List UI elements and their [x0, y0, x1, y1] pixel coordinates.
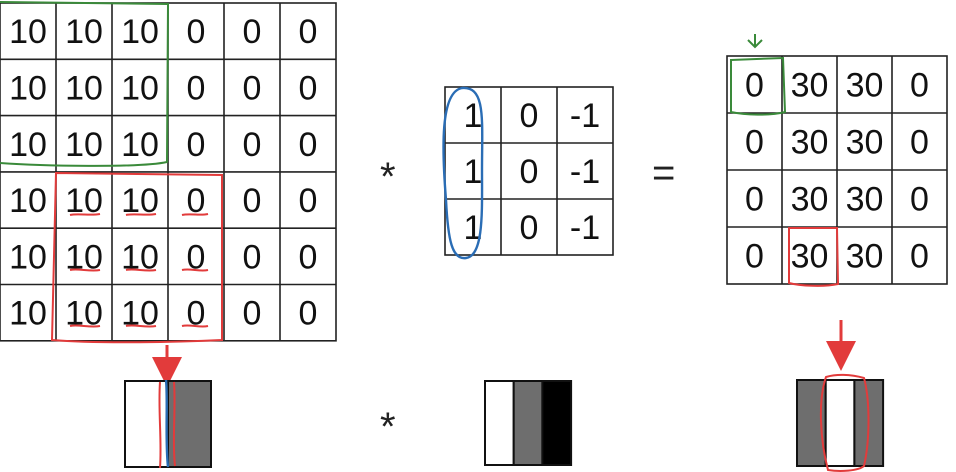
kernel-matrix-cell: -1 [570, 209, 600, 247]
input-matrix-cell: 0 [187, 295, 206, 333]
input-matrix-cell: 0 [299, 13, 318, 51]
green-receptive-field-marker [0, 1, 170, 167]
input-matrix-cell: 10 [9, 13, 47, 51]
green-output-cell-marker [730, 56, 787, 116]
input-matrix-cell: 10 [65, 126, 103, 164]
equals-operator-top: = [652, 151, 675, 195]
input-matrix-cell: 10 [65, 13, 103, 51]
kernel-matrix-cell: 0 [520, 209, 539, 247]
output-matrix-cell: 30 [791, 124, 829, 162]
red-underlines [69, 213, 209, 328]
output-matrix-cell: 30 [791, 238, 829, 276]
output-matrix: 0 30 30 0 0 30 30 0 0 30 30 0 0 30 30 0 [726, 55, 948, 285]
output-matrix-cell: 0 [745, 67, 764, 105]
kernel-matrix-cell: 1 [464, 153, 483, 191]
input-matrix-cell: 0 [243, 182, 262, 220]
input-matrix-cell: 0 [243, 238, 262, 276]
output-matrix-cell: 0 [745, 238, 764, 276]
input-matrix-cell: 0 [243, 13, 262, 51]
kernel-image-stripe [512, 380, 544, 466]
kernel-image-strip [484, 380, 573, 466]
output-matrix-cell: 0 [910, 67, 929, 105]
blue-edge-line-marker [164, 379, 170, 468]
input-matrix-cell: 0 [243, 126, 262, 164]
kernel-image-stripe [484, 380, 515, 466]
convolve-operator-bottom: * [380, 405, 396, 449]
red-output-strip-marker [819, 373, 870, 472]
red-edge-line-marker [158, 381, 176, 469]
input-matrix-cell: 10 [9, 238, 47, 276]
convolve-operator-top: * [380, 155, 396, 199]
kernel-matrix-cell: -1 [570, 97, 600, 135]
kernel-matrix-cell: 1 [464, 209, 483, 247]
red-output-cell-marker [788, 227, 840, 287]
input-matrix-cell: 0 [299, 69, 318, 107]
input-matrix-cell: 10 [9, 182, 47, 220]
input-matrix-cell: 0 [299, 295, 318, 333]
input-matrix-cell: 0 [243, 69, 262, 107]
input-matrix-cell: 10 [9, 295, 47, 333]
input-image-stripe [124, 380, 169, 468]
input-matrix-cell: 0 [299, 126, 318, 164]
green-down-arrow-icon [747, 34, 763, 49]
kernel-matrix-cell: 0 [520, 153, 539, 191]
input-matrix-cell: 10 [121, 126, 159, 164]
kernel-image-stripe [541, 380, 573, 466]
input-matrix-cell: 10 [9, 69, 47, 107]
red-receptive-field-marker [50, 171, 223, 344]
blue-kernel-column-marker [442, 86, 484, 260]
output-matrix-cell: 0 [910, 238, 929, 276]
output-image-stripe [824, 379, 856, 467]
input-matrix-cell: 0 [299, 182, 318, 220]
output-image-strip [796, 379, 885, 467]
output-matrix-cell: 30 [791, 181, 829, 219]
input-matrix-cell: 10 [121, 69, 159, 107]
input-matrix-cell: 0 [187, 69, 206, 107]
kernel-matrix-cell: -1 [570, 153, 600, 191]
kernel-matrix-cell: 1 [464, 97, 483, 135]
output-matrix-cell: 30 [791, 67, 829, 105]
output-matrix-cell: 0 [745, 124, 764, 162]
input-matrix-cell: 10 [9, 126, 47, 164]
output-matrix-cell: 0 [745, 181, 764, 219]
kernel-matrix-cell: 0 [520, 97, 539, 135]
input-matrix-cell: 0 [187, 182, 206, 220]
input-matrix-cell: 0 [299, 238, 318, 276]
input-matrix-cell: 10 [121, 13, 159, 51]
output-matrix-cell: 30 [846, 238, 884, 276]
input-matrix-cell: 10 [65, 69, 103, 107]
output-matrix-cell: 0 [910, 181, 929, 219]
output-matrix-cell: 0 [910, 124, 929, 162]
input-matrix-cell: 0 [187, 13, 206, 51]
output-matrix-cell: 30 [846, 181, 884, 219]
input-matrix-cell: 0 [187, 126, 206, 164]
input-matrix-cell: 0 [243, 295, 262, 333]
output-matrix-cell: 30 [846, 67, 884, 105]
input-matrix-cell: 0 [187, 238, 206, 276]
output-matrix-cell: 30 [846, 124, 884, 162]
